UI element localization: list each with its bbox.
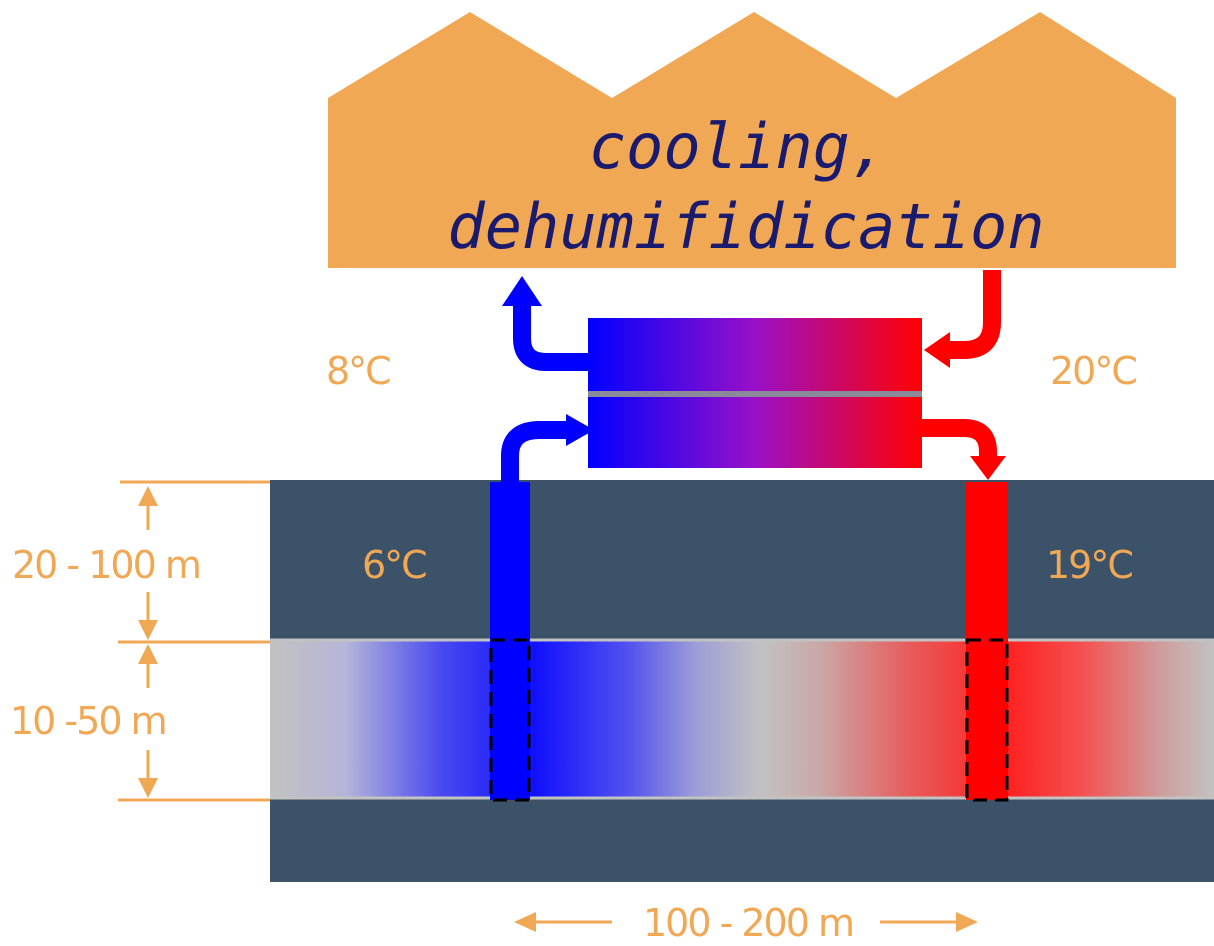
cold-pipe-to-exchanger [501, 421, 570, 484]
aquifer-thickness-label: 10 -50 m [10, 699, 166, 743]
cover-depth-label: 20 - 100 m [12, 543, 200, 587]
aquifer-thickness-arrow-up-icon [138, 644, 158, 664]
cold-supply-pipe [513, 302, 588, 371]
well-distance-arrow-right-icon [956, 912, 978, 932]
warm-well-temperature-label: 19°C [1046, 543, 1132, 587]
cold-well-temperature-label: 6°C [362, 543, 426, 587]
warm-return-pipe [946, 270, 1001, 359]
warm-return-arrowhead-icon [924, 332, 950, 368]
warm-pipe-from-exchanger [922, 419, 997, 458]
cold-supply-arrowhead-icon [502, 276, 542, 306]
building-title-line1: cooling, [589, 110, 888, 183]
well-distance-arrow-left-icon [514, 912, 536, 932]
cover-depth-arrow-down-icon [138, 620, 158, 640]
supply-temperature-label: 8°C [326, 349, 390, 393]
building-title-line2: dehumifidication [447, 190, 1044, 263]
return-temperature-label: 20°C [1050, 349, 1136, 393]
ground-top-layer [270, 480, 1214, 640]
cold-inflow-arrowhead-icon [566, 414, 594, 446]
warm-outflow-arrowhead-icon [970, 456, 1006, 480]
aquifer-layer [270, 640, 1214, 798]
warm-well-screen [965, 638, 1009, 802]
cold-well-screen [489, 638, 531, 802]
aquifer-thickness-arrow-down-icon [138, 778, 158, 798]
ground-bottom-layer [270, 798, 1214, 882]
cover-depth-arrow-up-icon [138, 486, 158, 506]
well-distance-label: 100 - 200 m [643, 901, 853, 945]
building-shape [328, 12, 1176, 268]
